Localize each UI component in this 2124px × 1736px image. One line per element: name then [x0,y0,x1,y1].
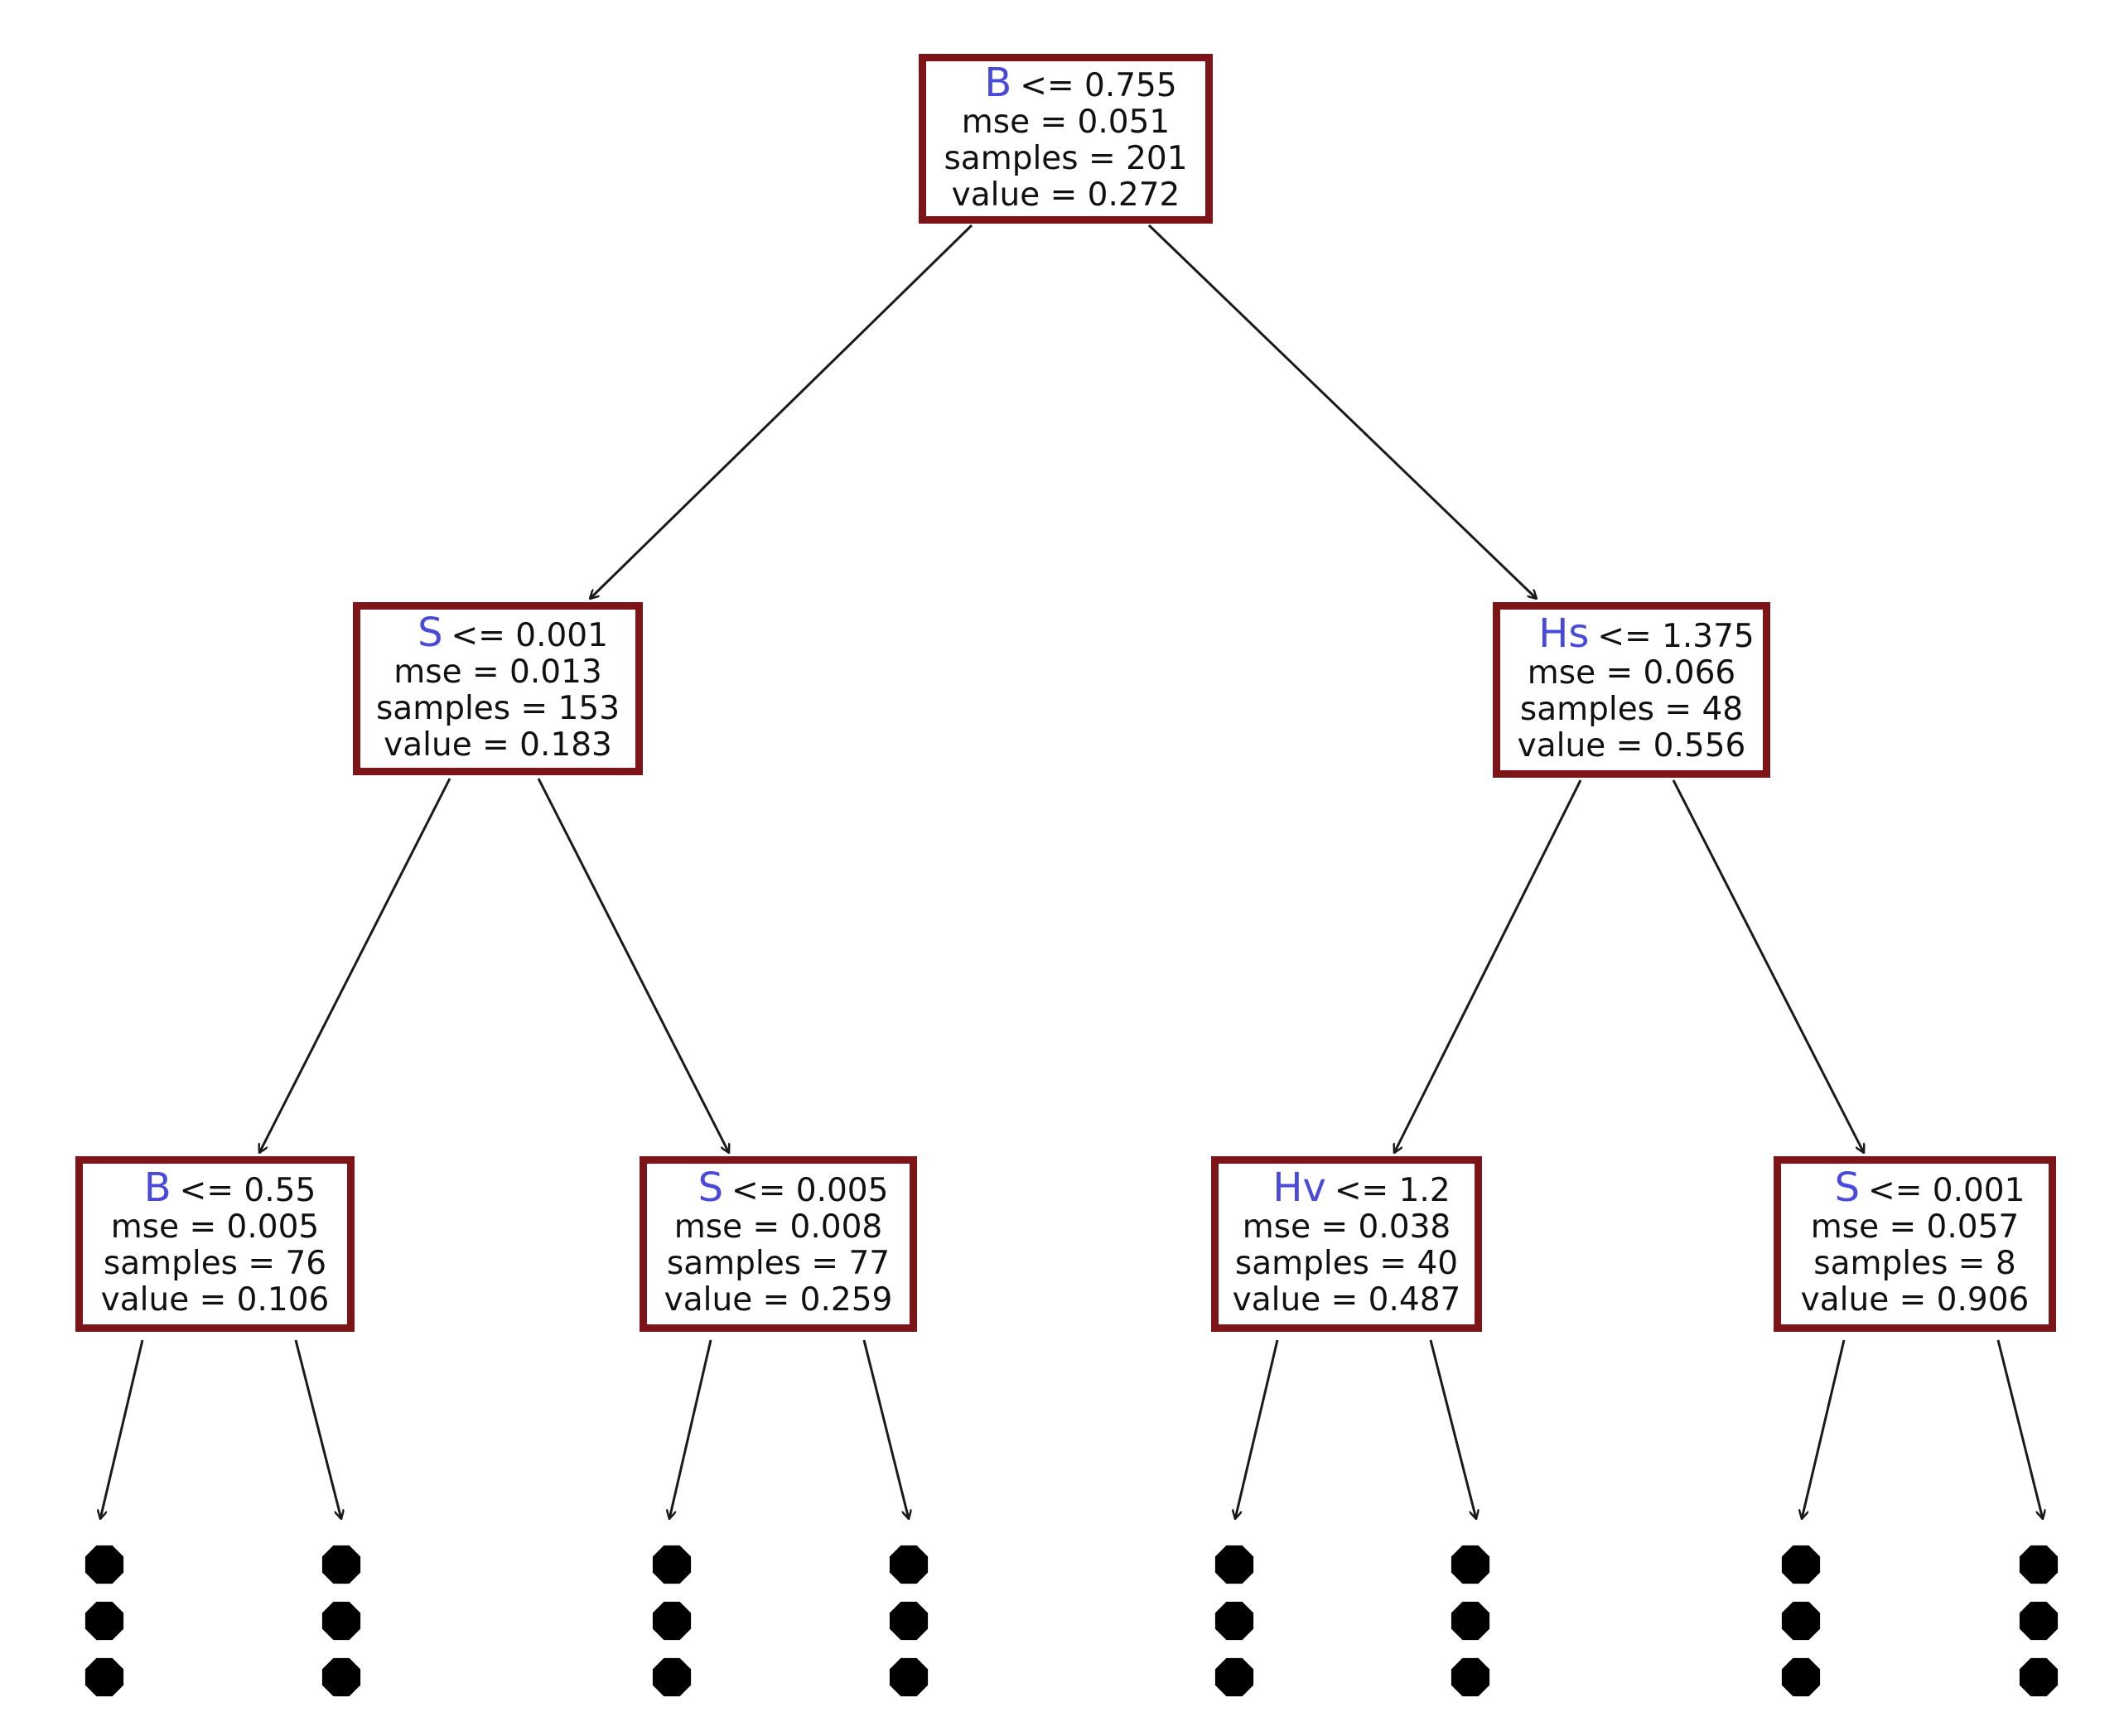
ellipsis-dot [321,1657,361,1697]
split-condition: B<= 0.755 [984,63,1177,104]
value-label: value = 0.487 [1232,1281,1461,1319]
ellipsis-dot [1214,1657,1254,1697]
ellipsis-dot [2019,1545,2059,1584]
ellipsis-dot [1214,1601,1254,1641]
feature-name: S [1834,1165,1861,1211]
samples-label: samples = 48 [1519,691,1744,728]
truncated-branch-arrow [1429,1339,1476,1519]
ellipsis-dot [2019,1657,2059,1697]
ellipsis-dot [1451,1601,1490,1641]
threshold: <= 0.001 [451,616,608,654]
samples-label: samples = 77 [666,1245,891,1282]
mse-label: mse = 0.013 [393,653,602,691]
truncated-branch-arrow [294,1339,341,1519]
tree-node-left-right: S<= 0.005 mse = 0.008 samples = 77 value… [640,1156,917,1332]
ellipsis-dot [84,1657,124,1697]
edge-arrow [1672,779,1864,1153]
ellipsis-dot [1781,1601,1821,1641]
ellipsis-dot [1781,1657,1821,1697]
threshold: <= 1.2 [1334,1172,1451,1209]
truncated-branch-arrow [669,1339,712,1519]
feature-name: B [984,59,1012,106]
feature-name: S [698,1165,724,1211]
samples-label: samples = 8 [1813,1245,2016,1282]
truncated-branch-arrow [1235,1339,1279,1519]
feature-name: B [143,1165,171,1211]
feature-name: Hs [1538,610,1590,657]
split-condition: S<= 0.001 [418,613,608,654]
ellipsis-dot [321,1601,361,1641]
ellipsis-dot [2019,1601,2059,1641]
ellipsis-dot [652,1545,692,1584]
feature-name: Hv [1272,1165,1326,1211]
tree-node-right: Hs<= 1.375 mse = 0.066 samples = 48 valu… [1493,602,1770,778]
value-label: value = 0.106 [100,1281,330,1319]
value-label: value = 0.906 [1800,1281,2030,1319]
threshold: <= 1.375 [1597,618,1755,655]
value-label: value = 0.272 [951,176,1180,214]
truncated-branch-arrow [1802,1339,1846,1519]
feature-name: S [418,609,443,656]
tree-node-right-left: Hv<= 1.2 mse = 0.038 samples = 40 value … [1211,1156,1482,1332]
ellipsis-dot [1214,1545,1254,1584]
threshold: <= 0.755 [1020,66,1177,104]
truncated-branch-arrow [1996,1339,2043,1519]
mse-label: mse = 0.005 [110,1208,320,1246]
ellipsis-dot [652,1657,692,1697]
tree-node-left-left: B<= 0.55 mse = 0.005 samples = 76 value … [75,1156,355,1332]
value-label: value = 0.556 [1517,727,1746,764]
edge-arrow [1147,224,1537,599]
samples-label: samples = 76 [103,1245,327,1282]
tree-node-root: B<= 0.755 mse = 0.051 samples = 201 valu… [919,54,1213,224]
ellipsis-dot [889,1545,929,1584]
truncated-branch-arrow [100,1339,144,1519]
mse-label: mse = 0.066 [1527,654,1736,692]
split-condition: S<= 0.005 [698,1168,889,1209]
ellipsis-dot [1451,1545,1490,1584]
split-condition: B<= 0.55 [144,1168,316,1209]
mse-label: mse = 0.008 [673,1208,883,1246]
value-label: value = 0.259 [664,1281,893,1319]
split-condition: Hv<= 1.2 [1272,1168,1451,1209]
tree-node-right-right: S<= 0.001 mse = 0.057 samples = 8 value … [1774,1156,2056,1332]
edge-arrow [1394,779,1582,1153]
mse-label: mse = 0.057 [1810,1208,2020,1246]
ellipsis-dot [1451,1657,1490,1697]
edge-arrow [537,778,729,1153]
ellipsis-dot [84,1545,124,1584]
ellipsis-dot [889,1657,929,1697]
split-condition: Hs<= 1.375 [1538,614,1755,655]
ellipsis-dot [652,1601,692,1641]
threshold: <= 0.005 [731,1172,889,1209]
truncated-branch-arrow [862,1339,909,1519]
value-label: value = 0.183 [384,726,612,764]
mse-label: mse = 0.038 [1242,1208,1451,1246]
split-condition: S<= 0.001 [1835,1168,2025,1209]
edge-arrow [259,778,451,1153]
ellipsis-dot [1781,1545,1821,1584]
ellipsis-dot [321,1545,361,1584]
threshold: <= 0.001 [1868,1172,2025,1209]
ellipsis-dot [889,1601,929,1641]
ellipsis-dot [84,1601,124,1641]
mse-label: mse = 0.051 [961,103,1171,141]
samples-label: samples = 201 [944,139,1188,177]
threshold: <= 0.55 [179,1172,316,1209]
samples-label: samples = 153 [375,689,620,727]
edge-arrow [590,224,973,599]
tree-node-left: S<= 0.001 mse = 0.013 samples = 153 valu… [353,602,643,775]
samples-label: samples = 40 [1234,1245,1459,1282]
